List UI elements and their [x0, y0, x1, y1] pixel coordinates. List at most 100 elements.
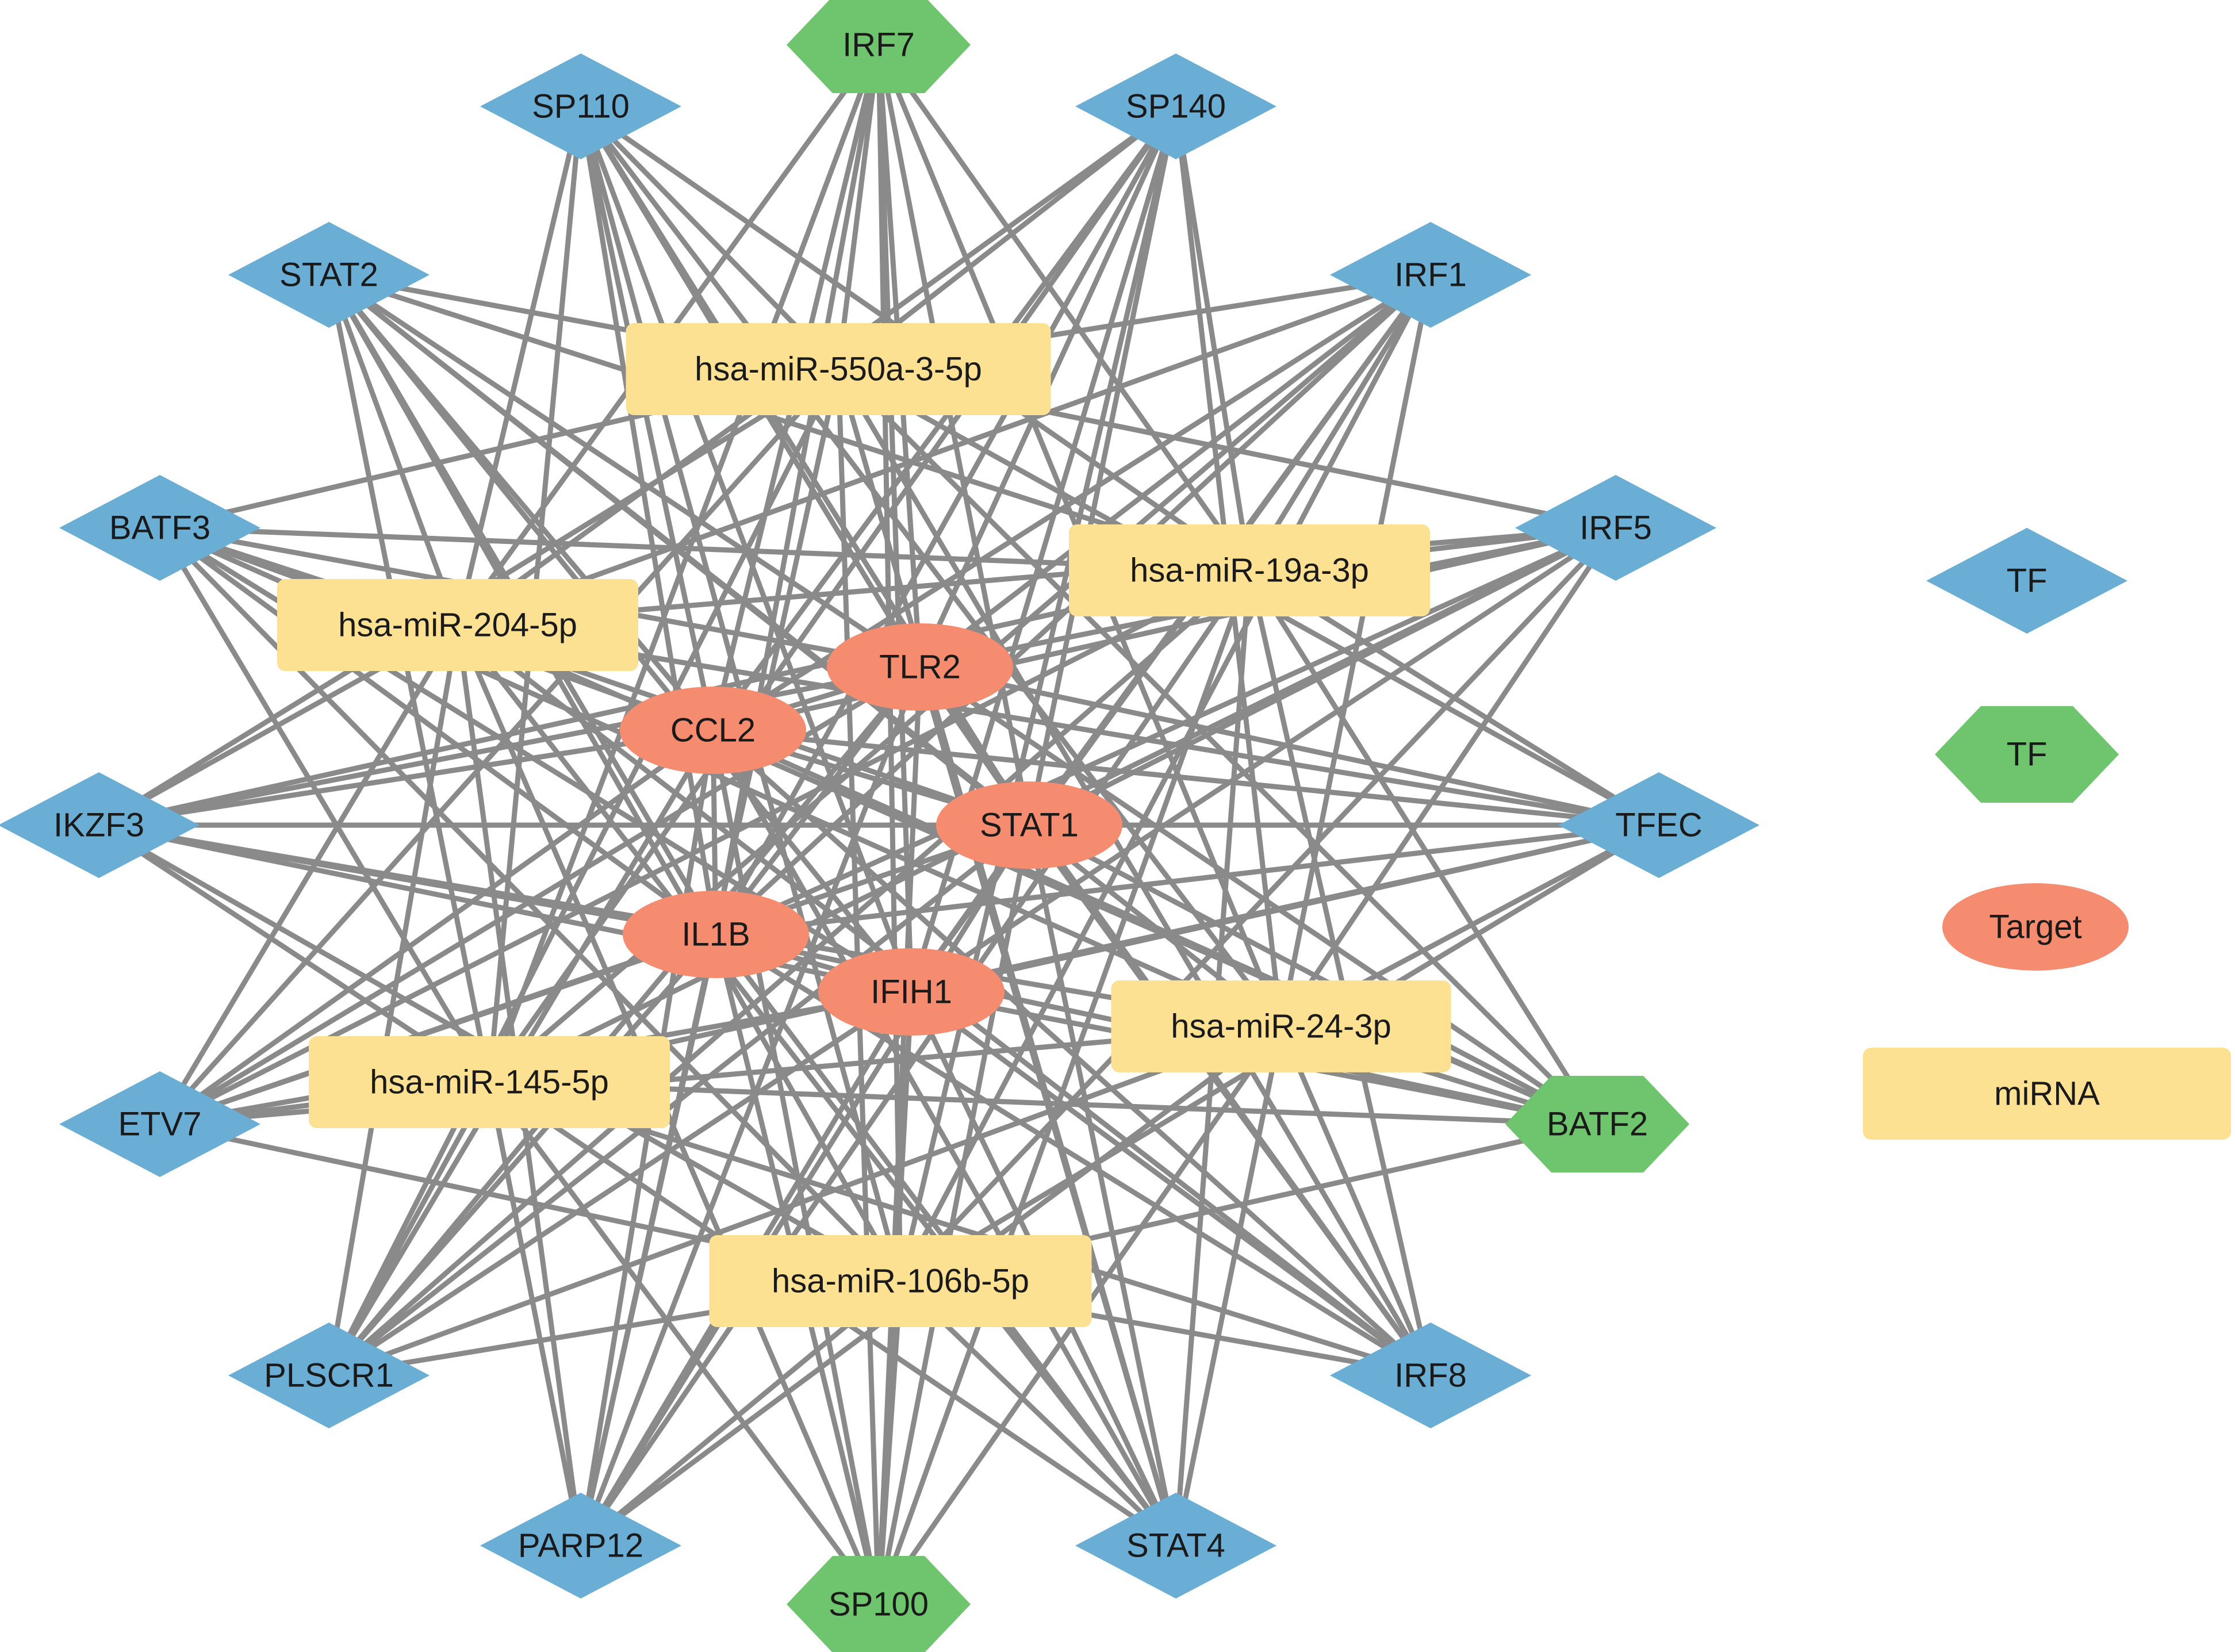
- node-hsa-mir-145-5p: hsa-miR-145-5p: [309, 1036, 670, 1128]
- edge-stat2-hsa-mir-204-5p: [326, 272, 461, 628]
- rect-shape: [309, 1036, 670, 1128]
- node-label: CCL2: [670, 712, 756, 749]
- node-sp110: SP110: [480, 53, 681, 159]
- diamond-shape: [1558, 772, 1759, 878]
- diamond-shape: [1075, 53, 1276, 159]
- edge-irf8-hsa-mir-550a-3-5p: [835, 366, 1433, 1378]
- edge-tfec-il1b: [713, 822, 1662, 937]
- edge-batf2-hsa-mir-550a-3-5p: [835, 366, 1600, 1127]
- diamond-shape: [1926, 528, 2127, 634]
- node-label: IRF5: [1580, 509, 1652, 547]
- edge-sp100-ccl2: [710, 727, 881, 1607]
- node-label: PARP12: [518, 1527, 643, 1565]
- ellipse-shape: [827, 623, 1013, 711]
- edge-irf8-hsa-mir-24-3p: [1278, 1024, 1433, 1378]
- node-il1b: IL1B: [623, 891, 809, 978]
- diamond-shape: [0, 772, 200, 878]
- rect-shape: [1863, 1048, 2231, 1140]
- node-irf1: IRF1: [1330, 222, 1531, 328]
- edge-batf2-hsa-mir-19a-3p: [1247, 568, 1600, 1127]
- legend-ellipse-target: Target: [1942, 883, 2129, 971]
- edge-plscr1-hsa-mir-204-5p: [326, 622, 461, 1378]
- node-hsa-mir-19a-3p: hsa-miR-19a-3p: [1069, 524, 1430, 616]
- node-label: miRNA: [1994, 1075, 2100, 1113]
- node-label: IL1B: [681, 916, 750, 953]
- legend: TF TF Target miRNA: [1863, 528, 2231, 1140]
- edge-parp12-stat1: [578, 822, 1032, 1548]
- diamond-shape: [228, 222, 430, 328]
- edge-sp100-stat1: [876, 822, 1032, 1607]
- node-sp100: SP100: [787, 1556, 971, 1652]
- ellipse-shape: [623, 891, 809, 978]
- legend-diamond-tf: TF: [1926, 528, 2127, 634]
- node-label: SP100: [829, 1586, 929, 1623]
- node-hsa-mir-550a-3-5p: hsa-miR-550a-3-5p: [626, 323, 1051, 415]
- ellipse-shape: [620, 687, 806, 774]
- node-label: STAT1: [980, 807, 1079, 844]
- edge-irf5-hsa-mir-106b-5p: [898, 525, 1619, 1284]
- hexagon-shape: [1935, 706, 2119, 803]
- edge-parp12-ccl2: [578, 727, 716, 1548]
- edge-batf3-hsa-mir-19a-3p: [157, 525, 1252, 573]
- edge-etv7-hsa-mir-204-5p: [157, 622, 461, 1127]
- node-label: hsa-miR-24-3p: [1171, 1008, 1391, 1045]
- edge-stat2-hsa-mir-106b-5p: [326, 272, 903, 1284]
- node-label: IFIH1: [871, 973, 952, 1011]
- node-label: PLSCR1: [264, 1357, 394, 1394]
- edge-sp110-hsa-mir-24-3p: [578, 104, 1284, 1029]
- edge-etv7-hsa-mir-550a-3-5p: [157, 366, 841, 1127]
- node-batf2: BATF2: [1505, 1076, 1689, 1172]
- edge-stat2-hsa-mir-24-3p: [326, 272, 1284, 1029]
- node-irf7: IRF7: [787, 0, 971, 93]
- edge-sp140-hsa-mir-19a-3p: [1173, 104, 1252, 573]
- node-stat1: STAT1: [936, 781, 1122, 869]
- diamond-shape: [59, 1071, 260, 1177]
- node-hsa-mir-106b-5p: hsa-miR-106b-5p: [709, 1235, 1092, 1327]
- node-label: TF: [2007, 736, 2048, 773]
- node-irf5: IRF5: [1515, 475, 1716, 581]
- node-label: IRF1: [1394, 256, 1467, 294]
- edge-irf7-il1b: [713, 42, 881, 937]
- edge-parp12-tlr2: [578, 664, 923, 1548]
- rect-shape: [1111, 980, 1451, 1072]
- edge-il1b-tlr2: [713, 664, 923, 937]
- edge-irf5-hsa-mir-24-3p: [1278, 525, 1619, 1029]
- node-label: Target: [1989, 909, 2081, 946]
- edge-sp140-stat1: [1026, 104, 1179, 828]
- rect-shape: [709, 1235, 1092, 1327]
- edge-batf2-hsa-mir-145-5p: [486, 1079, 1600, 1127]
- node-stat4: STAT4: [1075, 1493, 1276, 1599]
- diamond-shape: [1330, 1323, 1531, 1428]
- node-label: hsa-miR-550a-3-5p: [695, 351, 982, 388]
- edge-irf8-hsa-mir-19a-3p: [1247, 568, 1433, 1378]
- node-label: STAT4: [1126, 1527, 1225, 1565]
- edge-irf1-hsa-mir-204-5p: [455, 272, 1433, 628]
- rect-shape: [277, 579, 638, 671]
- edge-plscr1-hsa-mir-19a-3p: [326, 568, 1252, 1378]
- node-label: hsa-miR-106b-5p: [772, 1263, 1029, 1300]
- edge-irf7-hsa-mir-145-5p: [486, 42, 881, 1085]
- edge-parp12-hsa-mir-19a-3p: [578, 568, 1252, 1548]
- edge-irf7-ifih1: [876, 42, 914, 995]
- edge-etv7-il1b: [157, 932, 719, 1127]
- diamond-shape: [480, 53, 681, 159]
- rect-shape: [1069, 524, 1430, 616]
- edge-plscr1-hsa-mir-24-3p: [326, 1024, 1284, 1378]
- edge-batf2-stat1: [1026, 822, 1600, 1127]
- edge-stat2-tlr2: [326, 272, 923, 670]
- edge-sp140-ccl2: [710, 104, 1179, 733]
- edge-stat4-ccl2: [710, 727, 1179, 1548]
- edge-batf2-tlr2: [917, 664, 1600, 1127]
- node-label: SP110: [532, 88, 630, 125]
- edge-parp12-hsa-mir-145-5p: [486, 1079, 584, 1548]
- diamond-shape: [480, 1493, 681, 1599]
- node-label: TLR2: [879, 649, 961, 686]
- node-label: SP140: [1126, 88, 1226, 125]
- node-plscr1: PLSCR1: [228, 1323, 430, 1428]
- legend-rect-mirna: miRNA: [1863, 1048, 2231, 1140]
- node-ikzf3: IKZF3: [0, 772, 200, 878]
- node-ifih1: IFIH1: [818, 948, 1005, 1036]
- node-hsa-mir-24-3p: hsa-miR-24-3p: [1111, 980, 1451, 1072]
